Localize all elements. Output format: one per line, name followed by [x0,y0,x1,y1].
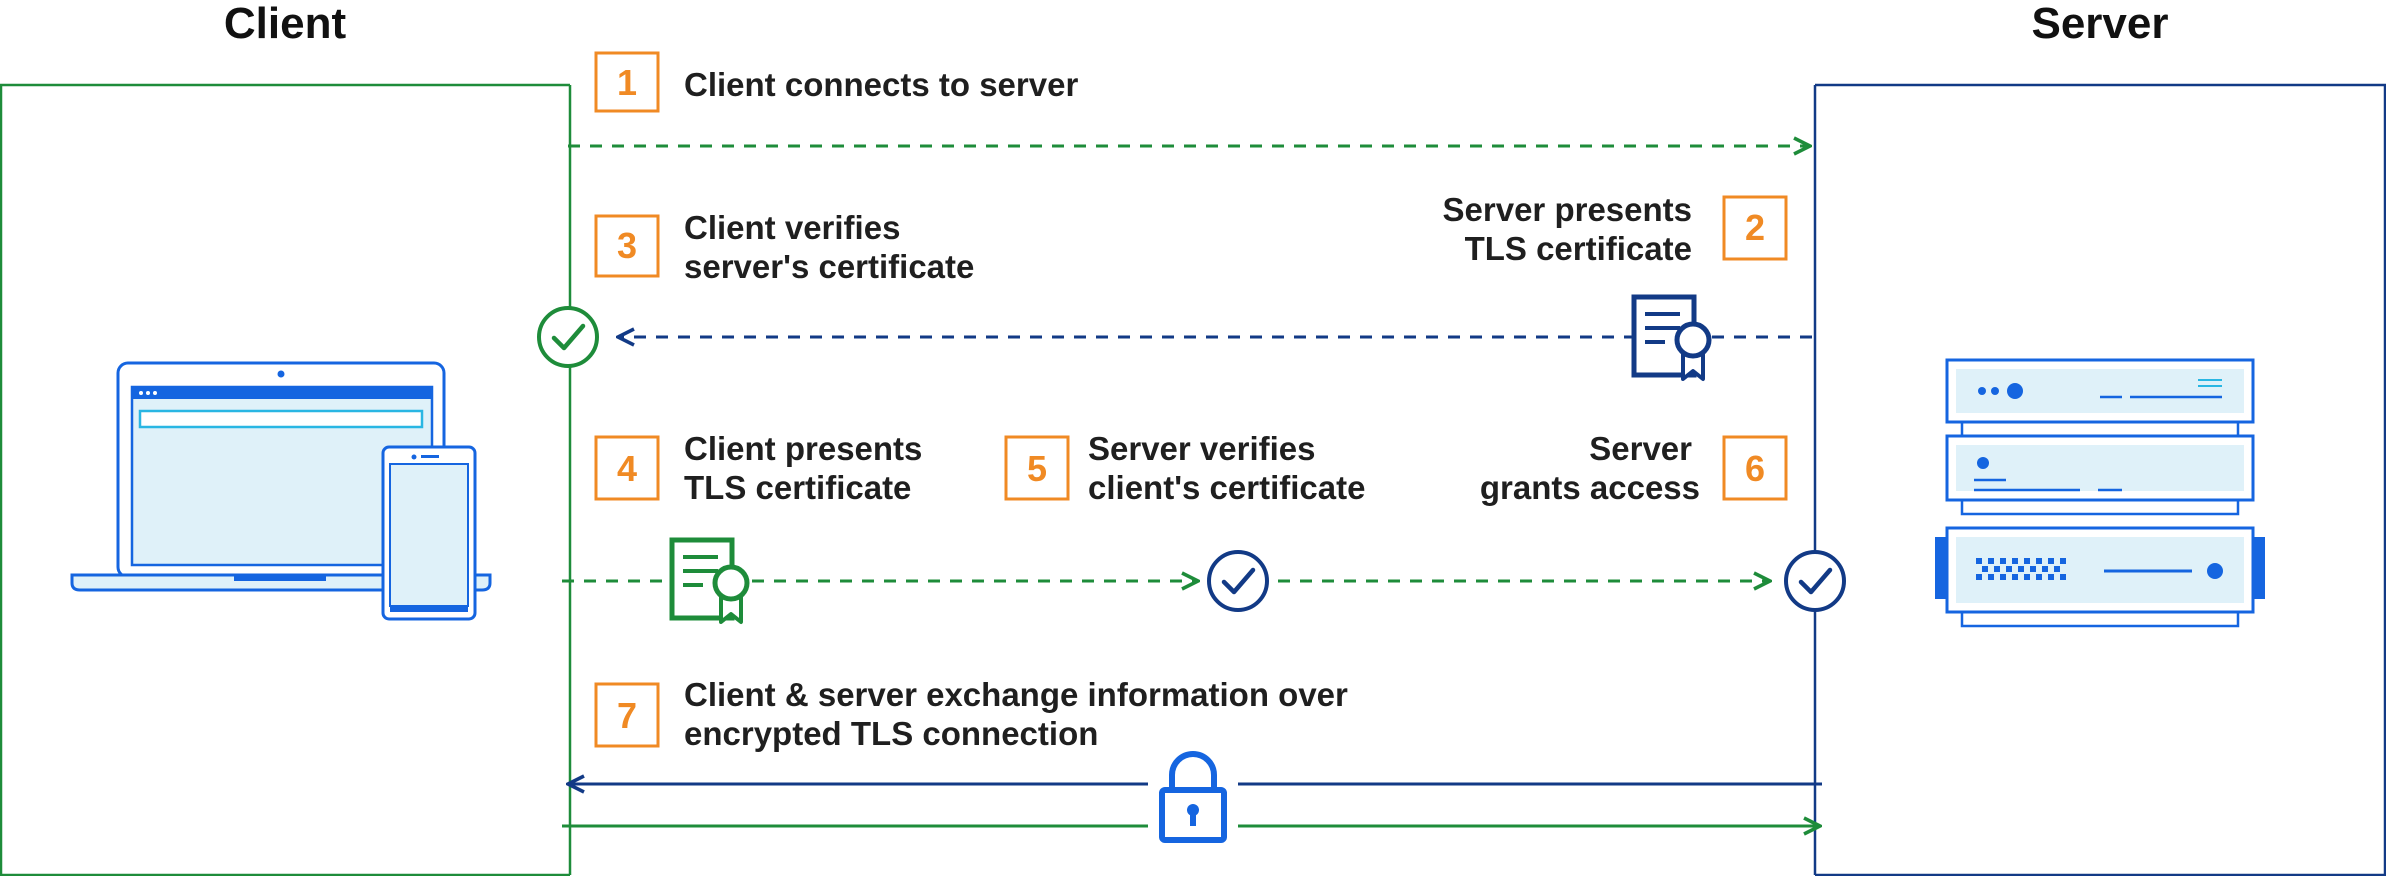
server-title: Server [2031,0,2168,48]
step-3-label-line2: server's certificate [684,248,974,285]
client-frame [0,83,570,876]
svg-text:6: 6 [1745,448,1765,489]
step-5-label-line1: Server verifies [1088,430,1316,467]
step-badge-2: 2 [1722,195,1788,261]
step-badge-1: 1 [594,51,660,113]
step-4-label-line2: TLS certificate [684,469,911,506]
certificate-icon [1631,294,1712,381]
step-1-label: Client connects to server [684,66,1078,103]
step-3-label-line1: Client verifies [684,209,900,246]
step-badge-5: 5 [1004,435,1070,501]
server-rack-icon [1935,358,2265,628]
step-badge-4: 4 [594,435,660,501]
step-5-label-line2: client's certificate [1088,469,1365,506]
step-2-label-line2: TLS certificate [1465,230,1692,267]
step-4-label-line1: Client presents [684,430,922,467]
padlock-icon [1148,751,1238,860]
svg-text:7: 7 [617,695,637,736]
step-6-label-line2: grants access [1480,469,1700,506]
phone-icon [381,445,477,621]
step-2-label-line1: Server presents [1443,191,1692,228]
step-7-label-line2: encrypted TLS connection [684,715,1098,752]
svg-text:4: 4 [617,448,637,489]
step-badge-6: 6 [1722,435,1788,501]
step-7-label-line1: Client & server exchange information ove… [684,676,1348,713]
client-title: Client [224,0,347,48]
svg-text:1: 1 [617,62,637,103]
server-frame [1815,83,2386,876]
certificate-icon [669,537,750,624]
check-circle-icon [1207,550,1269,612]
check-circle-icon [537,306,599,368]
step-6-label-line1: Server [1589,430,1692,467]
svg-text:5: 5 [1027,448,1047,489]
check-circle-icon [1784,550,1846,612]
step-badge-3: 3 [594,214,660,278]
svg-text:2: 2 [1745,207,1765,248]
step-badge-7: 7 [594,682,660,748]
svg-text:3: 3 [617,225,637,266]
